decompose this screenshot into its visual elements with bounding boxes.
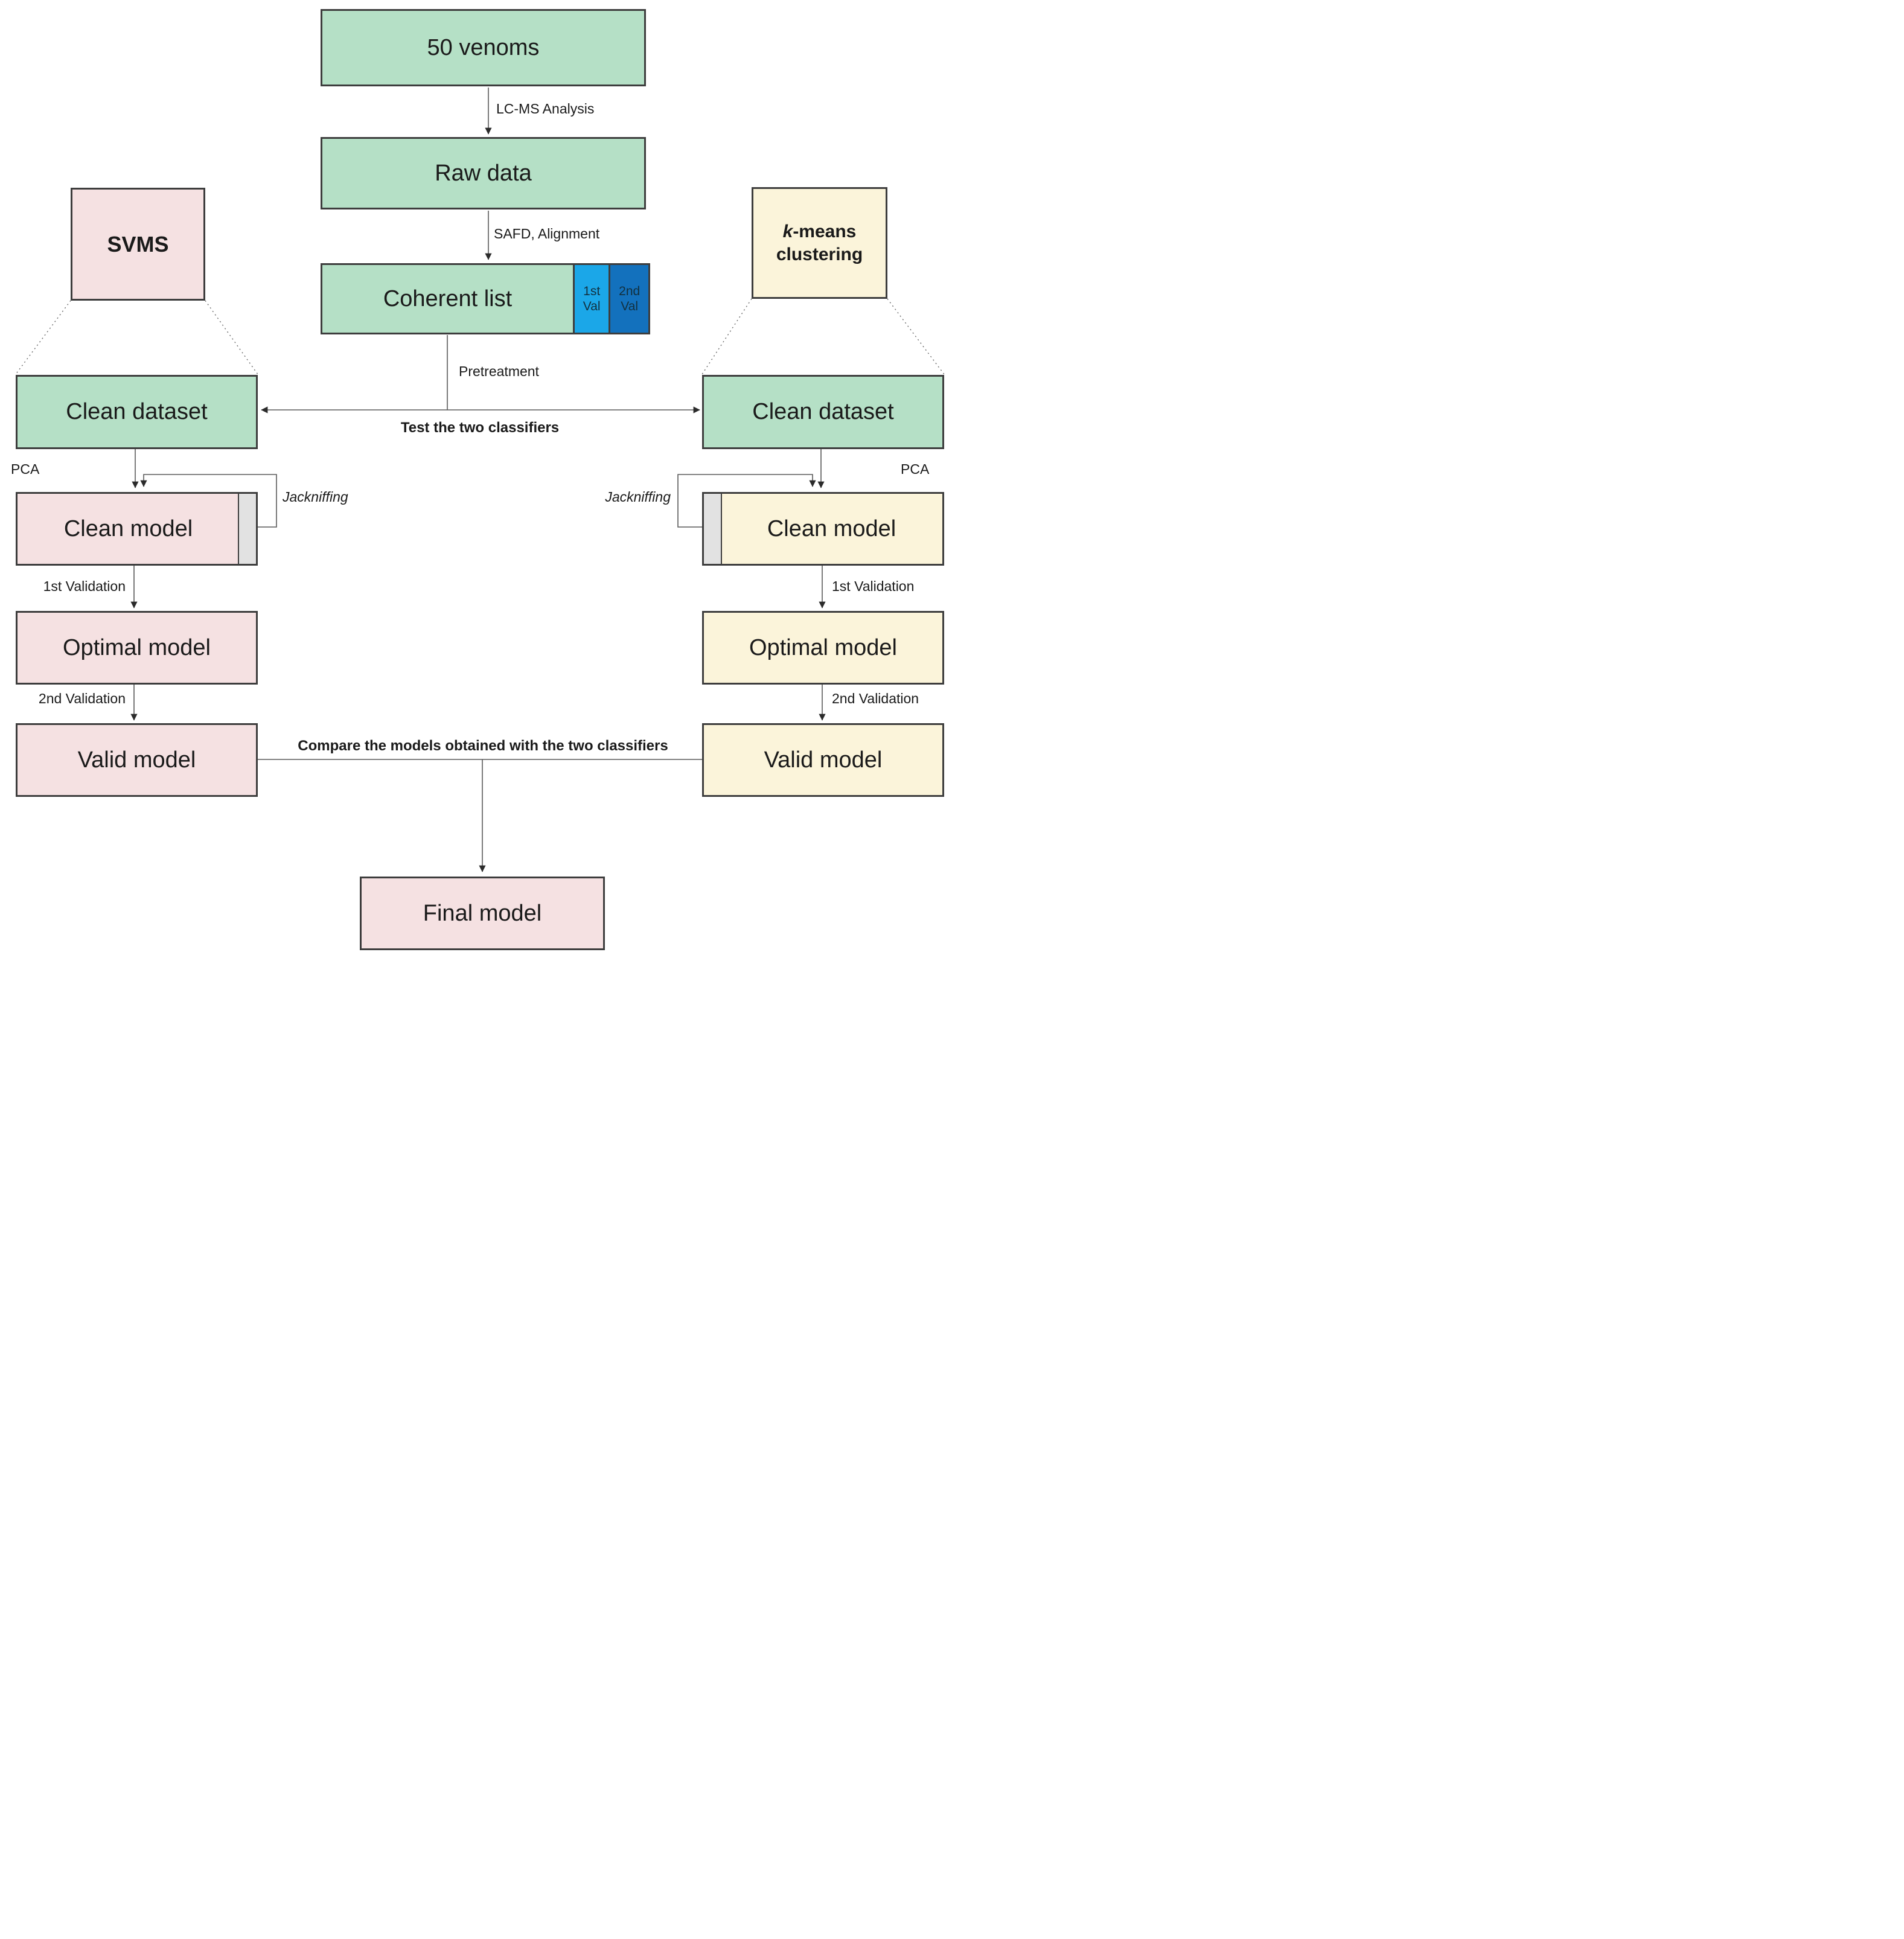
edge-label-lcms: LC-MS Analysis xyxy=(496,101,595,117)
edge-label-safd: SAFD, Alignment xyxy=(494,226,600,241)
node-svms-label: SVMS xyxy=(107,231,169,257)
edge-label-compare-models: Compare the models obtained with the two… xyxy=(298,738,668,754)
node-raw-data: Raw data xyxy=(321,137,646,209)
edge-label-pca-left: PCA xyxy=(11,461,40,477)
node-svms: SVMS xyxy=(71,188,205,301)
node-clean-model-left-label: Clean model xyxy=(63,516,193,541)
kmeans-clustering: clustering xyxy=(776,244,863,264)
node-clean-model-right: Clean model xyxy=(702,492,944,566)
node-final-model: Final model xyxy=(360,877,605,950)
node-clean-model-left: Clean model xyxy=(16,492,258,566)
node-clean-dataset-left-label: Clean dataset xyxy=(66,399,208,424)
node-valid-model-right-label: Valid model xyxy=(764,747,883,773)
node-2nd-val-line2: Val xyxy=(621,299,639,313)
node-valid-model-left: Valid model xyxy=(16,723,258,797)
node-clean-model-right-label: Clean model xyxy=(767,516,896,541)
edge-label-1st-validation-left: 1st Validation xyxy=(43,578,126,594)
node-1st-val: 1st Val xyxy=(573,265,609,333)
node-50-venoms-label: 50 venoms xyxy=(427,34,540,60)
node-valid-model-left-label: Valid model xyxy=(77,747,196,773)
node-kmeans-clustering: k-means clustering xyxy=(752,187,887,299)
node-coherent-list: Coherent list xyxy=(322,265,573,333)
jackknife-strip-right xyxy=(704,494,722,564)
node-optimal-model-right: Optimal model xyxy=(702,611,944,685)
node-optimal-model-left: Optimal model xyxy=(16,611,258,685)
edge-label-2nd-validation-left: 2nd Validation xyxy=(38,691,126,706)
node-clean-dataset-right-label: Clean dataset xyxy=(752,399,894,424)
edge-label-pca-right: PCA xyxy=(901,461,930,477)
dotted-svms-right xyxy=(205,300,258,375)
node-1st-val-line2: Val xyxy=(583,299,601,313)
edge-label-2nd-validation-right: 2nd Validation xyxy=(832,691,919,706)
node-2nd-val-line1: 2nd xyxy=(619,284,641,298)
node-raw-data-label: Raw data xyxy=(435,160,532,186)
node-coherent-list-group: Coherent list 1st Val 2nd Val xyxy=(321,263,650,334)
node-1st-val-line1: 1st xyxy=(583,284,601,298)
kmeans-means: -means xyxy=(793,222,857,241)
node-clean-dataset-right: Clean dataset xyxy=(702,375,944,449)
node-2nd-val: 2nd Val xyxy=(609,265,648,333)
node-optimal-model-left-label: Optimal model xyxy=(63,634,211,660)
edge-label-pretreatment: Pretreatment xyxy=(459,363,539,379)
edge-label-test-classifiers: Test the two classifiers xyxy=(400,420,560,436)
dotted-kmeans-left xyxy=(701,298,752,375)
node-kmeans-label: k-means clustering xyxy=(776,220,863,266)
node-clean-dataset-left: Clean dataset xyxy=(16,375,258,449)
node-final-model-label: Final model xyxy=(423,900,542,926)
edge-label-1st-validation-right: 1st Validation xyxy=(832,578,915,594)
jackknife-strip-left xyxy=(238,494,256,564)
node-50-venoms: 50 venoms xyxy=(321,9,646,86)
dotted-kmeans-right xyxy=(887,298,945,375)
dotted-svms-left xyxy=(15,300,71,375)
kmeans-k-italic: k xyxy=(782,222,793,241)
edge-label-jackniffing-left: Jackniffing xyxy=(283,489,348,505)
node-coherent-list-label: Coherent list xyxy=(383,286,513,311)
node-optimal-model-right-label: Optimal model xyxy=(749,634,897,660)
edge-label-jackniffing-right: Jackniffing xyxy=(605,489,671,505)
flowchart-canvas: 50 venoms Raw data Coherent list 1st Val… xyxy=(0,0,952,970)
node-valid-model-right: Valid model xyxy=(702,723,944,797)
